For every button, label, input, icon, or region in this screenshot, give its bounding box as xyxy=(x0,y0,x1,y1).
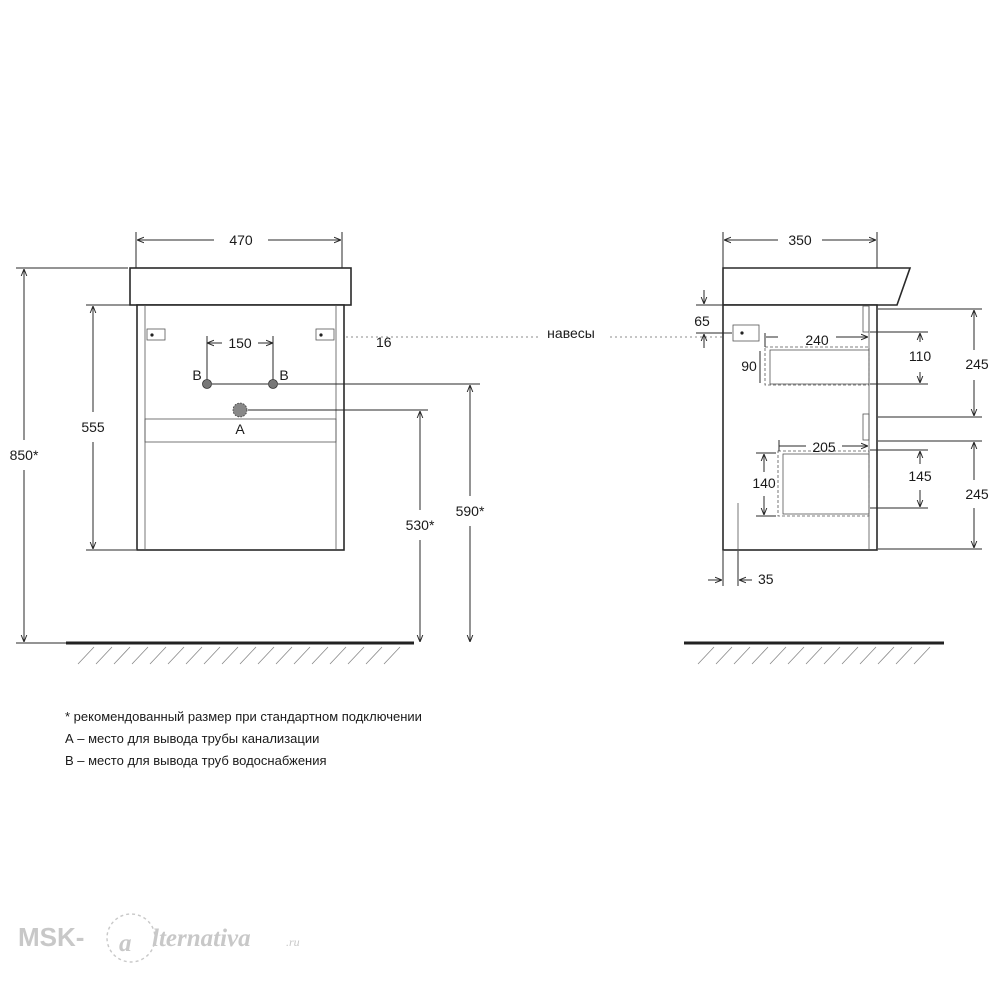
dim-side-depth: 350 xyxy=(788,232,812,248)
dim-lower-drawer-depth: 205 xyxy=(812,439,836,455)
dim-pipe-spacing: 150 xyxy=(228,335,252,351)
dim-supply-height: 590* xyxy=(456,503,485,519)
brand-prefix: MSK- xyxy=(18,922,84,952)
brand-logo: MSK- a lternativa .ru xyxy=(18,913,300,963)
brand-circle-icon xyxy=(106,913,156,963)
dim-upper-drawer-height: 110 xyxy=(909,348,932,364)
label-b-left: B xyxy=(192,367,201,383)
legend-notes: * рекомендованный размер при стандартном… xyxy=(65,706,422,772)
note-drain: А – место для вывода трубы канализации xyxy=(65,731,320,746)
dim-hinge-drop: 65 xyxy=(694,313,710,329)
supply-pipe-right xyxy=(268,379,278,389)
drain-pipe xyxy=(232,402,248,418)
side-sink-top xyxy=(722,267,912,306)
dim-upper-drawer-inner: 90 xyxy=(741,358,757,374)
brand-tail: lternativa xyxy=(152,925,251,952)
front-drawer-rail xyxy=(144,418,337,443)
front-sink-top xyxy=(129,267,352,306)
note-recommended: * рекомендованный размер при стандартном… xyxy=(65,709,422,724)
side-handle-upper xyxy=(862,305,870,333)
supply-pipe-left xyxy=(202,379,212,389)
dim-lower-section: 245 xyxy=(965,486,989,502)
brand-watermark: MSK- a lternativa .ru xyxy=(18,900,338,970)
side-view: 350 65 240 90 110 245 205 xyxy=(684,232,989,665)
side-hinge-screw xyxy=(740,331,744,335)
front-hinge-left xyxy=(146,328,166,341)
hinges-label: навесы xyxy=(547,325,595,341)
dim-front-width: 470 xyxy=(229,232,253,248)
brand-suffix: .ru xyxy=(286,935,300,949)
front-floor-hatch xyxy=(77,646,401,665)
side-cabinet-body xyxy=(722,304,878,551)
dim-hinge-offset: 16 xyxy=(376,334,392,350)
dim-upper-section: 245 xyxy=(965,356,989,372)
front-hinge-right-screw xyxy=(319,333,323,337)
label-a: A xyxy=(235,421,245,437)
front-hinge-right xyxy=(315,328,335,341)
side-handle-lower xyxy=(862,413,870,441)
note-supply: В – место для вывода труб водоснабжения xyxy=(65,753,327,768)
dim-body-height: 555 xyxy=(81,419,105,435)
side-hinge xyxy=(732,324,760,342)
dim-drain-height: 530* xyxy=(406,517,435,533)
dim-plinth: 35 xyxy=(758,571,774,587)
side-floor-hatch xyxy=(697,646,931,665)
dim-lower-drawer-height: 145 xyxy=(908,468,932,484)
dim-total-height: 850* xyxy=(10,447,39,463)
brand-letter: a xyxy=(119,930,132,957)
side-lower-drawer xyxy=(777,450,870,517)
dim-upper-drawer-depth: 240 xyxy=(805,332,829,348)
label-b-right: B xyxy=(279,367,288,383)
front-cabinet-body xyxy=(136,304,345,551)
front-hinge-left-screw xyxy=(150,333,154,337)
dim-lower-drawer-inner: 140 xyxy=(752,475,776,491)
front-view: 470 850* 555 150 16 B B A 530* xyxy=(10,232,742,665)
